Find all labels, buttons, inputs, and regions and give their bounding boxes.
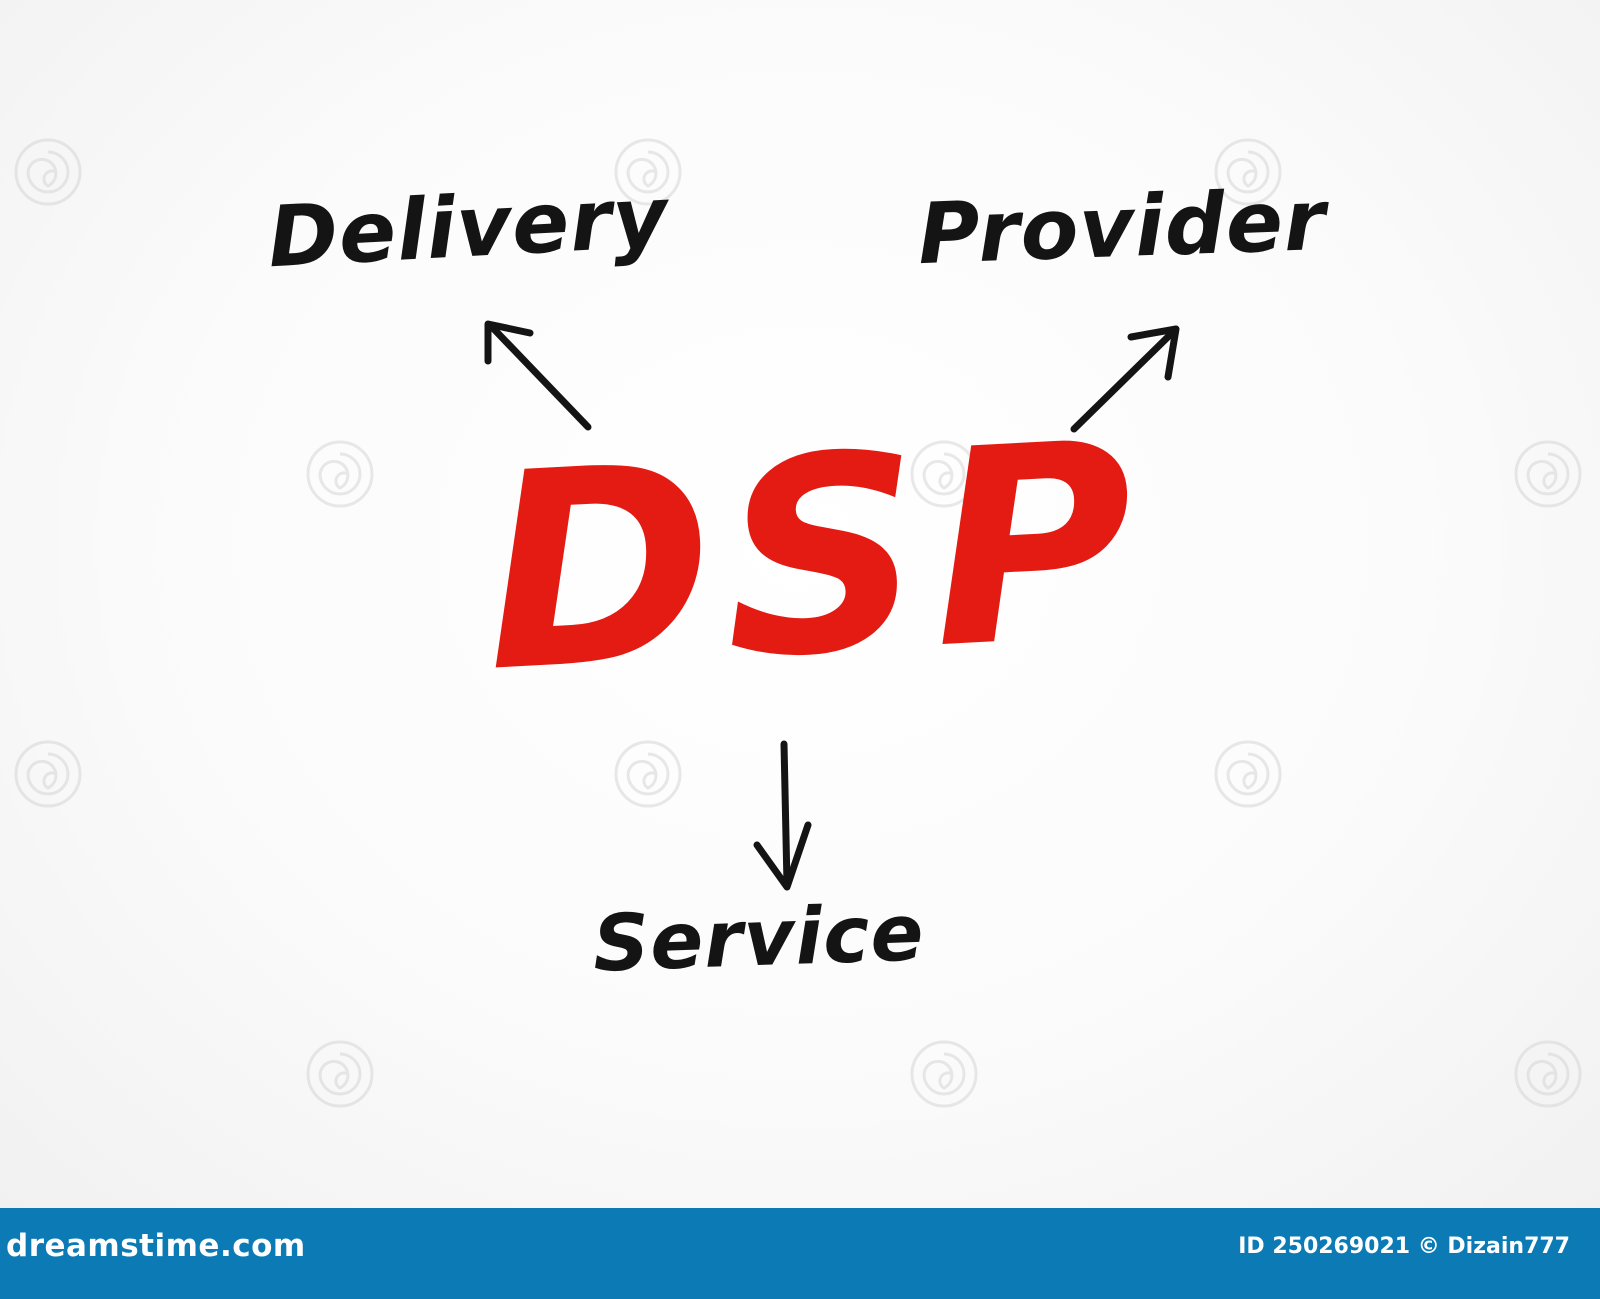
arrow-to-delivery bbox=[484, 320, 592, 431]
footer-credit: ID 250269021 © Dizain777 bbox=[1238, 1234, 1570, 1259]
arrow-to-service bbox=[753, 740, 812, 891]
stock-footer-bar: dreamstime.com ID 250269021 © Dizain777 bbox=[0, 1208, 1600, 1299]
footer-brand[interactable]: dreamstime.com bbox=[6, 1228, 306, 1264]
arrows-layer bbox=[484, 320, 1180, 891]
arrow-to-provider bbox=[1070, 325, 1180, 433]
diagram-canvas: Delivery Provider Service DSP bbox=[0, 0, 1600, 1208]
